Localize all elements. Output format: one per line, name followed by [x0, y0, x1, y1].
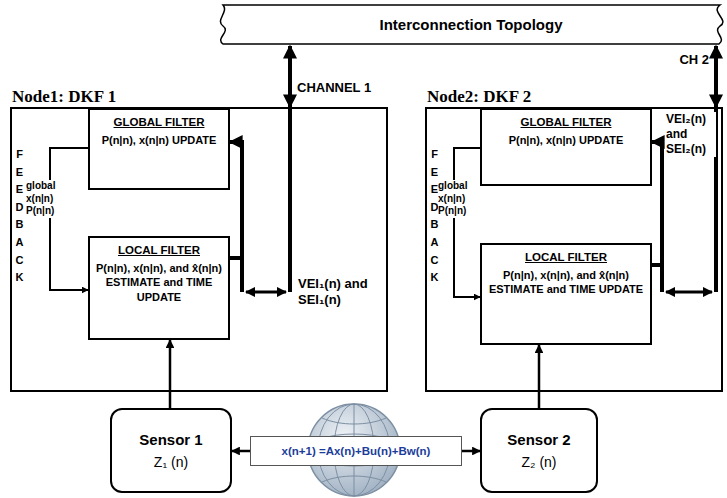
node-title: Node2: DKF 2: [427, 87, 531, 107]
signal-label: VEI₁(n) and SEI₁(n): [298, 276, 386, 309]
node-body: Z₂ (n): [522, 454, 557, 470]
node-title: LOCAL FILTER: [525, 250, 607, 265]
filter-box: GLOBAL FILTER P(n|n), x(n|n) UPDATE: [88, 108, 230, 190]
topology-band: Interconnection Topology: [215, 2, 727, 46]
vertical-label: FEEDBACK: [14, 146, 25, 287]
connector-arrow: [230, 142, 242, 258]
node-title: GLOBAL FILTER: [114, 115, 205, 130]
node-title: Node1: DKF 1: [12, 87, 116, 107]
connector-arrow: [50, 148, 88, 290]
node-panel: Node1: DKF 1 GLOBAL FILTER P(n|n), x(n|n) …: [10, 90, 388, 392]
connector-arrow: [714, 46, 718, 107]
node-title: Sensor 1: [139, 431, 202, 448]
connector-arrow: [169, 340, 172, 408]
sensor-box: Sensor 2 Z₂ (n): [480, 408, 598, 493]
node-body: P(n|n), x(n|n) UPDATE: [102, 133, 217, 147]
equation-box: x(n+1) =Ax(n)+Bu(n)+Bw(n): [250, 436, 462, 466]
node-title: GLOBAL FILTER: [521, 115, 612, 130]
connector-arrow: [462, 450, 480, 453]
node-title: Sensor 2: [507, 431, 570, 448]
node-title: Interconnection Topology: [379, 16, 562, 33]
signal-label: global x(n|n) P(n|n): [438, 180, 476, 218]
connector-arrow: [652, 142, 662, 265]
filter-box: GLOBAL FILTER P(n|n), x(n|n) UPDATE: [480, 108, 652, 186]
connector-arrow: [538, 345, 541, 408]
node-body: P(n|n), x(n|n), and x̂(n|n) ESTIMATE and…: [488, 268, 644, 297]
node-title: LOCAL FILTER: [118, 243, 200, 258]
channel-label: CHANNEL 1: [297, 80, 371, 95]
node-body: P(n|n), x(n|n) UPDATE: [509, 133, 624, 147]
connector-arrow: [454, 148, 480, 297]
node-body: Z₁ (n): [154, 454, 188, 470]
node-title: x(n+1) =Ax(n)+Bu(n)+Bw(n): [282, 445, 431, 457]
filter-box: LOCAL FILTER P(n|n), x(n|n), and x̂(n|n) …: [480, 243, 652, 345]
sensor-box: Sensor 1 Z₁ (n): [110, 408, 232, 493]
filter-box: LOCAL FILTER P(n|n), x(n|n), and x̂(n|n) …: [88, 236, 230, 340]
channel-label: CH 2: [679, 52, 709, 67]
signal-label: VEI₂(n) and SEI₂(n): [666, 112, 716, 157]
signal-label: global x(n|n) P(n|n): [26, 180, 64, 218]
connector-arrow: [288, 46, 292, 107]
node-body: P(n|n), x(n|n), and x̂(n|n) ESTIMATE and…: [96, 261, 222, 304]
connector-arrow: [232, 450, 250, 453]
